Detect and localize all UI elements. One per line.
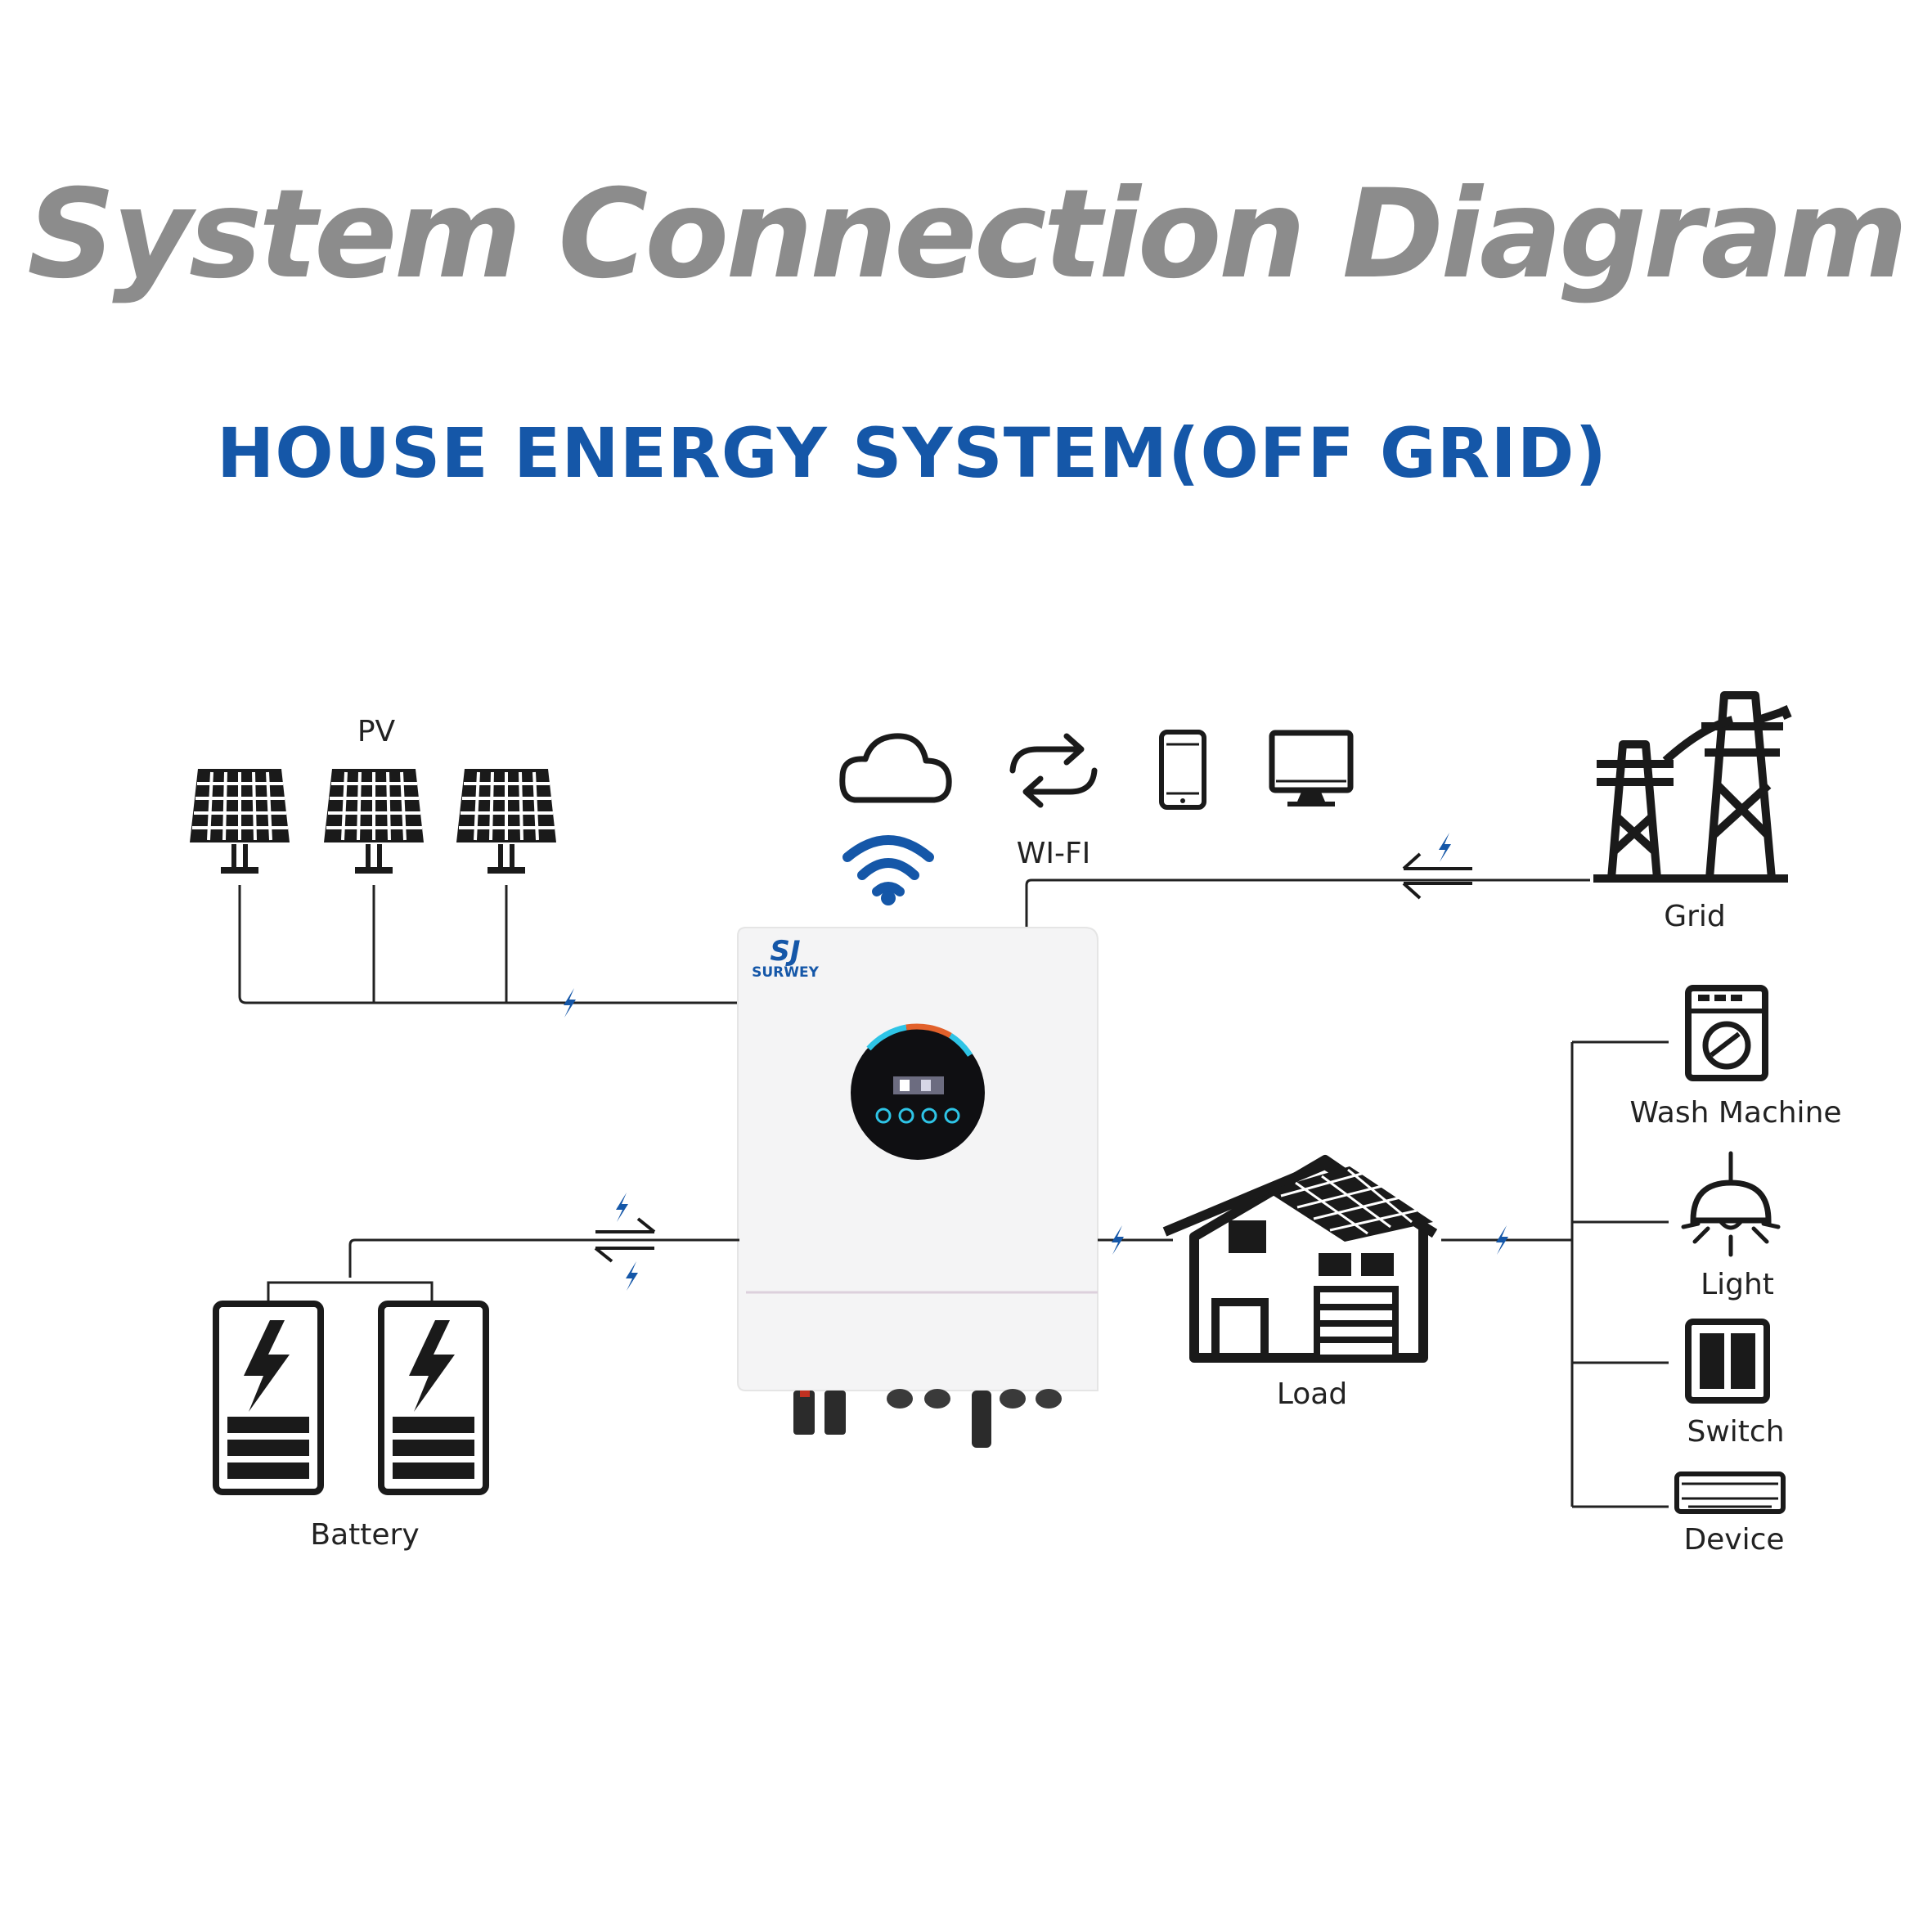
lightning-icon [1439, 833, 1451, 862]
page-title: System Connection Diagram [27, 164, 1908, 306]
monitor-icon [1269, 730, 1354, 806]
battery-icon [216, 1304, 321, 1492]
inverter-unit [737, 927, 1099, 1448]
grid-wire [1025, 878, 1590, 928]
lightning-icon [616, 1193, 628, 1222]
phone-icon [1159, 730, 1206, 810]
bidirectional-arrows-icon [594, 1217, 656, 1263]
svg-text:SURWEY: SURWEY [752, 964, 820, 981]
battery-wiring [267, 1238, 739, 1304]
wifi-icon [842, 835, 934, 905]
pv-wiring [238, 885, 744, 1004]
pv-label: PV [357, 715, 396, 748]
brand-logo: SJ SURWEY [752, 935, 820, 981]
solar-panel-icon [190, 769, 290, 874]
battery-icon [381, 1304, 486, 1492]
switch-label: Switch [1687, 1415, 1785, 1449]
house-icon [1162, 1155, 1438, 1363]
wash-machine-icon [1685, 985, 1768, 1081]
page-subtitle: HOUSE ENERGY SYSTEM(OFF GRID) [217, 413, 1607, 493]
solar-panel-icon [456, 769, 556, 874]
lightning-icon [626, 1261, 638, 1291]
sync-arrows-icon [1009, 733, 1098, 808]
air-conditioner-icon [1674, 1471, 1786, 1514]
solar-panel-icon [324, 769, 424, 874]
grid-label: Grid [1664, 900, 1726, 933]
transmission-tower-icon [1593, 691, 1792, 883]
switch-icon [1685, 1319, 1770, 1404]
light-bulb-icon [1681, 1151, 1781, 1257]
battery-label: Battery [310, 1518, 420, 1552]
wifi-label: WI-FI [1016, 837, 1091, 870]
cloud-icon [839, 733, 952, 803]
light-label: Light [1701, 1268, 1774, 1301]
appliance-bus [1570, 1040, 1669, 1508]
device-label: Device [1683, 1523, 1785, 1557]
bidirectional-arrows-icon [1402, 852, 1472, 900]
svg-text:SJ: SJ [770, 935, 800, 968]
wash-machine-label: Wash Machine [1629, 1096, 1842, 1130]
load-label: Load [1276, 1377, 1348, 1411]
